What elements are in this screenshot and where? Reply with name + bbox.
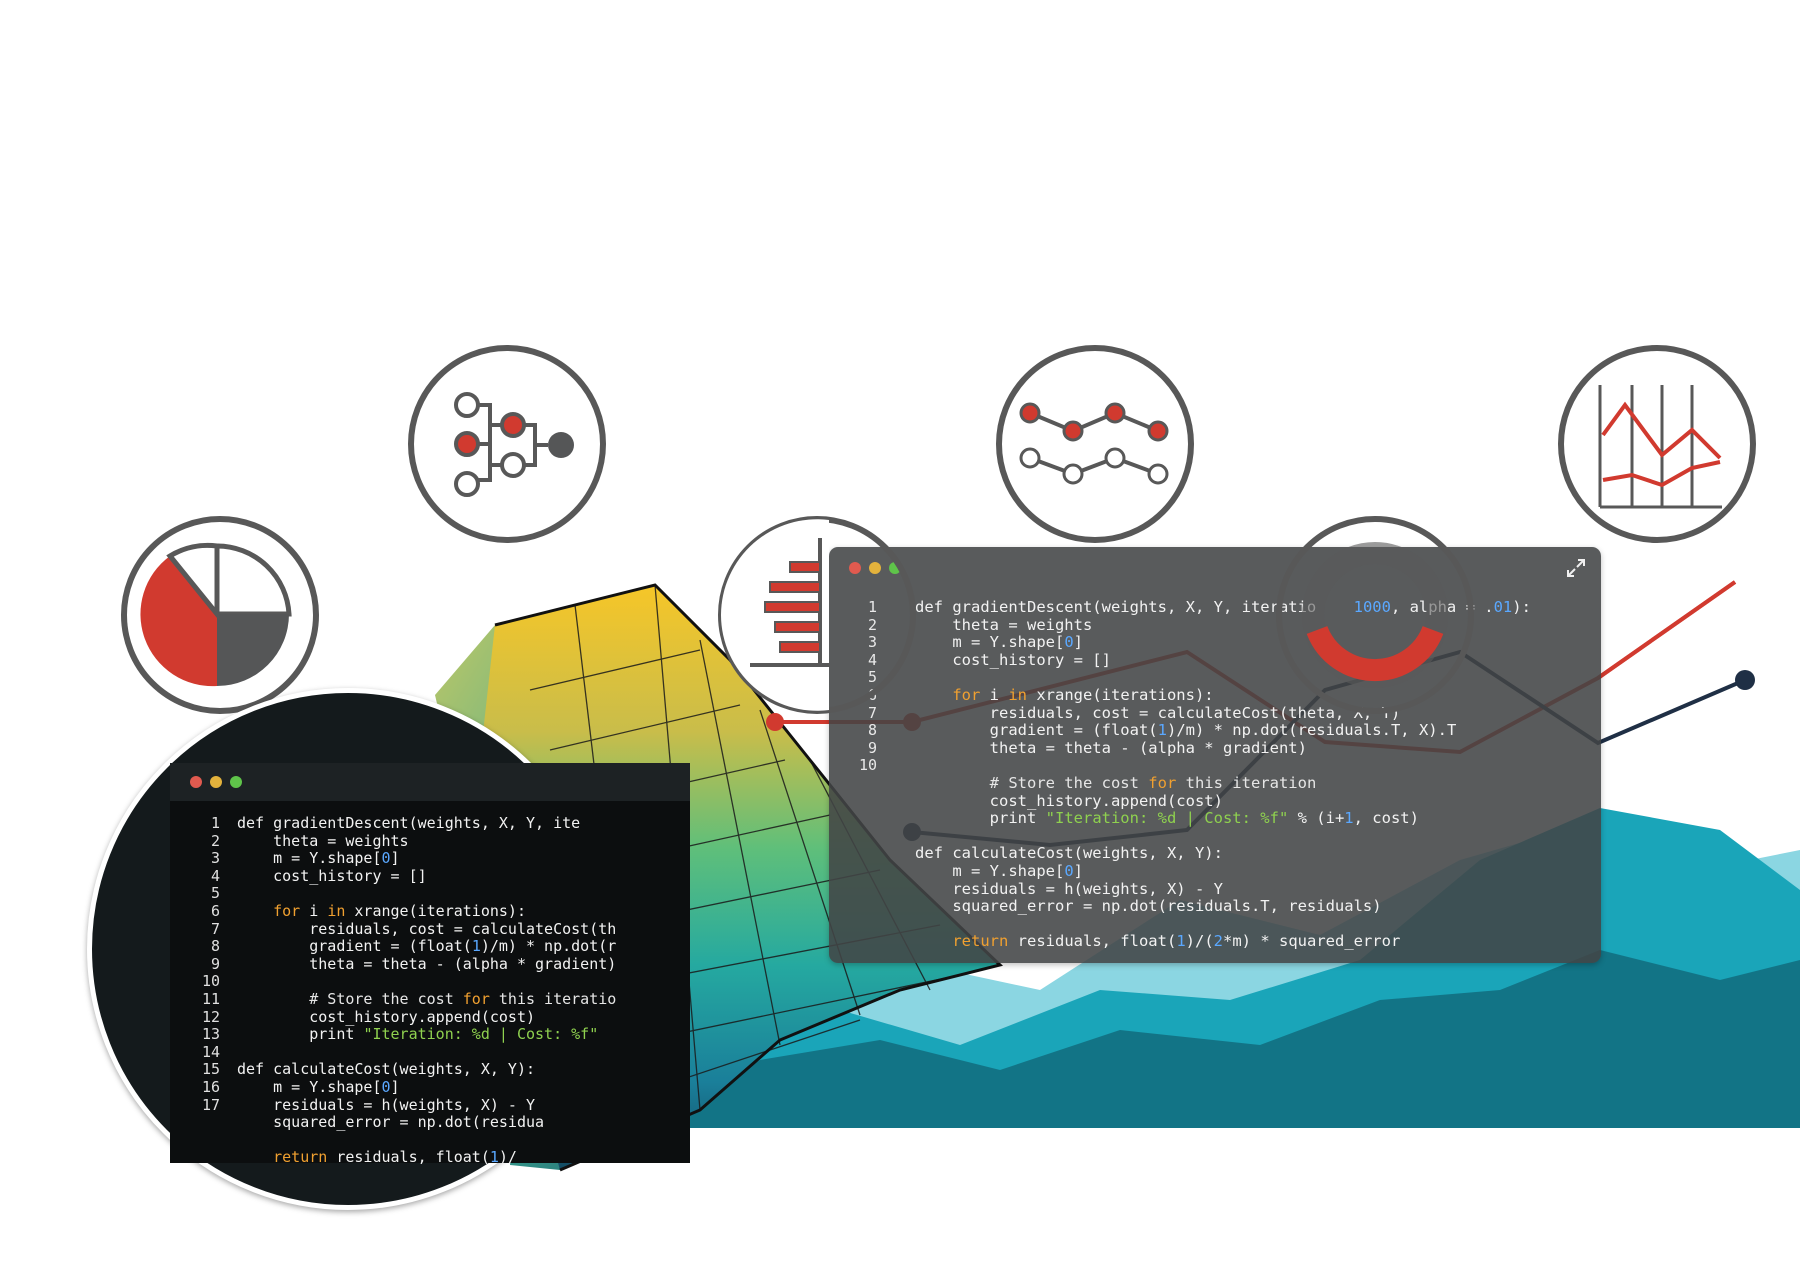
code-line: m = Y.shape[0]: [915, 633, 1083, 652]
code-line: [237, 885, 616, 903]
code-line: m = Y.shape[0]: [915, 861, 1083, 880]
code-line: [237, 1044, 616, 1062]
code-line: # Store the cost for this iteratio: [237, 989, 617, 1008]
close-window-button[interactable]: [849, 562, 861, 574]
red-point: [766, 713, 784, 731]
lens-close-button[interactable]: [190, 776, 202, 788]
code-line: cost_history.append(cost): [915, 791, 1223, 810]
line-chart-icon: [1558, 345, 1756, 543]
lens-maximize-button[interactable]: [230, 776, 242, 788]
code-line: m = Y.shape[0]: [237, 1077, 400, 1096]
line-nodes-icon: [996, 345, 1194, 543]
code-line: gradient = (float(1)/m) * np.dot(r: [237, 937, 617, 956]
code-line: print "Iteration: %d | Cost: %f": [237, 1025, 599, 1044]
code-line: print "Iteration: %d | Cost: %f" % (i+1,…: [915, 809, 1419, 828]
mountain-dark-layer: [660, 950, 1800, 1128]
lens-code-editor: 1 2 3 4 5 6 7 8 9 10 11 12 13 14 15 16 1…: [170, 763, 690, 1166]
code-line: residuals, cost = calculateCost(theta, X…: [915, 703, 1401, 722]
code-line: [237, 1132, 616, 1150]
donut-chart-icon: [1276, 516, 1474, 714]
grid-line: [699, 639, 781, 1046]
code-line: theta = theta - (alpha * gradient): [237, 954, 617, 973]
code-line: gradient = (float(1)/m) * np.dot(residua…: [915, 721, 1457, 740]
code-line: cost_history.append(cost): [237, 1007, 536, 1026]
minimize-window-button[interactable]: [869, 562, 881, 574]
code-line: theta = weights: [237, 831, 409, 850]
code-line: return residuals, float(1)/: [273, 1148, 517, 1167]
code-line: def gradientDescent(weights, X, Y, ite: [237, 814, 581, 832]
bar-chart-icon: [718, 516, 916, 714]
lens-code-content: def gradientDescent(weights, X, Y, ite t…: [237, 814, 617, 1167]
navy-point: [1735, 670, 1755, 690]
code-line: def calculateCost(weights, X, Y):: [915, 844, 1223, 863]
lens-minimize-button[interactable]: [210, 776, 222, 788]
grid-line: [529, 649, 701, 691]
lens-line-number-gutter: 1 2 3 4 5 6 7 8 9 10 11 12 13 14 15 16 1…: [201, 814, 220, 1114]
code-line: def calculateCost(weights, X, Y):: [237, 1060, 536, 1079]
code-line: theta = weights: [915, 615, 1093, 634]
red-series-tail: [1596, 580, 1737, 680]
grid-line: [759, 709, 861, 1016]
lens-editor-titlebar: [170, 763, 690, 801]
code-line: [237, 973, 616, 991]
grid-line: [549, 704, 741, 751]
code-line: cost_history = []: [237, 866, 427, 885]
tree-diagram-icon: [408, 345, 606, 543]
code-line: residuals, cost = calculateCost(th: [237, 919, 617, 938]
code-line: residuals = h(weights, X) - Y: [915, 879, 1223, 898]
code-line: squared_error = np.dot(residuals.T, resi…: [915, 897, 1382, 916]
code-line: return residuals, float(1)/(2*m) * squar…: [952, 932, 1401, 951]
code-content: def gradientDescent(weights, X, Y, itera…: [915, 598, 1531, 951]
code-line: # Store the cost for this iteration: [915, 773, 1317, 792]
expand-arrows-icon[interactable]: [1565, 557, 1587, 579]
code-line: for i in xrange(iterations):: [273, 901, 526, 920]
code-line: def gradientDescent(weights, X, Y, itera…: [915, 598, 1531, 616]
pie-chart-icon: [121, 516, 319, 714]
code-line: cost_history = []: [915, 650, 1111, 669]
code-line: theta = theta - (alpha * gradient): [915, 738, 1307, 757]
code-line: residuals = h(weights, X) - Y: [237, 1095, 536, 1114]
code-line: squared_error = np.dot(residua: [237, 1113, 545, 1132]
code-line: m = Y.shape[0]: [237, 849, 400, 868]
magnifier-lens: 1 2 3 4 5 6 7 8 9 10 11 12 13 14 15 16 1…: [87, 688, 690, 1210]
code-line: for i in xrange(iterations):: [952, 685, 1214, 704]
